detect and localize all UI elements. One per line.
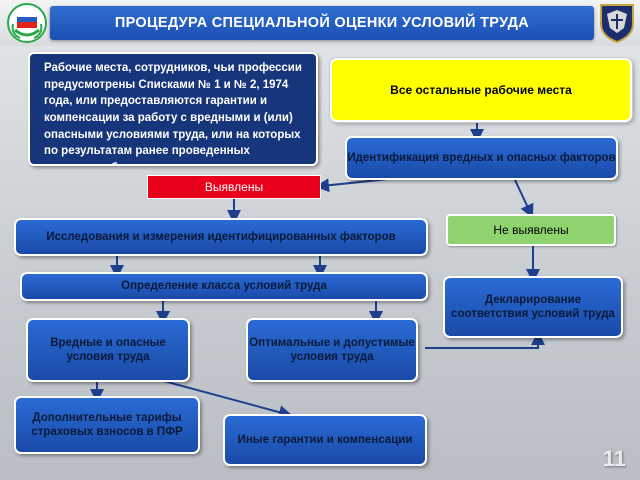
box-identification: Идентификация вредных и опасных факторов [345,136,618,180]
box-not-found: Не выявлены [446,214,616,246]
page-number: 11 [602,446,626,471]
box-class-determination: Определение класса условий труда [20,272,428,301]
box-declaration-text: Декларирование соответствия условий труд… [451,293,615,320]
box-acceptable-text: Оптимальные и допустимые условия труда [249,336,415,363]
box-found: Выявлены [147,175,321,199]
box-research-text: Исследования и измерения идентифицирован… [46,230,396,243]
box-other-workplaces: Все остальные рабочие места [330,58,632,122]
box-other-benefits-text: Иные гарантии и компенсации [237,433,413,446]
box-listed-workplaces: Рабочие места, сотрудников, чьи професси… [28,52,318,166]
slide-title: ПРОЦЕДУРА СПЕЦИАЛЬНОЙ ОЦЕНКИ УСЛОВИЙ ТРУ… [114,15,530,31]
box-pension-tariffs: Дополнительные тарифы страховых взносов … [14,396,200,454]
emblem-logo-icon [6,2,48,44]
title-bar [50,6,594,40]
box-harmful: Вредные и опасные условия труда [26,318,190,382]
box-acceptable: Оптимальные и допустимые условия труда [246,318,418,382]
box-harmful-text: Вредные и опасные условия труда [50,336,166,363]
box-pension-tariffs-text: Дополнительные тарифы страховых взносов … [31,411,183,438]
box-declaration: Декларирование соответствия условий труд… [443,276,623,338]
box-research: Исследования и измерения идентифицирован… [14,218,428,256]
box-not-found-text: Не выявлены [493,222,569,237]
box-identification-text: Идентификация вредных и опасных факторов [347,151,616,164]
box-other-workplaces-text: Все остальные рабочие места [390,82,572,97]
box-listed-workplaces-text: Рабочие места, сотрудников, чьи професси… [44,62,302,164]
box-class-determination-text: Определение класса условий труда [121,280,327,293]
box-found-text: Выявлены [204,179,264,194]
shield-logo-icon [598,2,636,44]
box-other-benefits: Иные гарантии и компенсации [223,414,427,466]
